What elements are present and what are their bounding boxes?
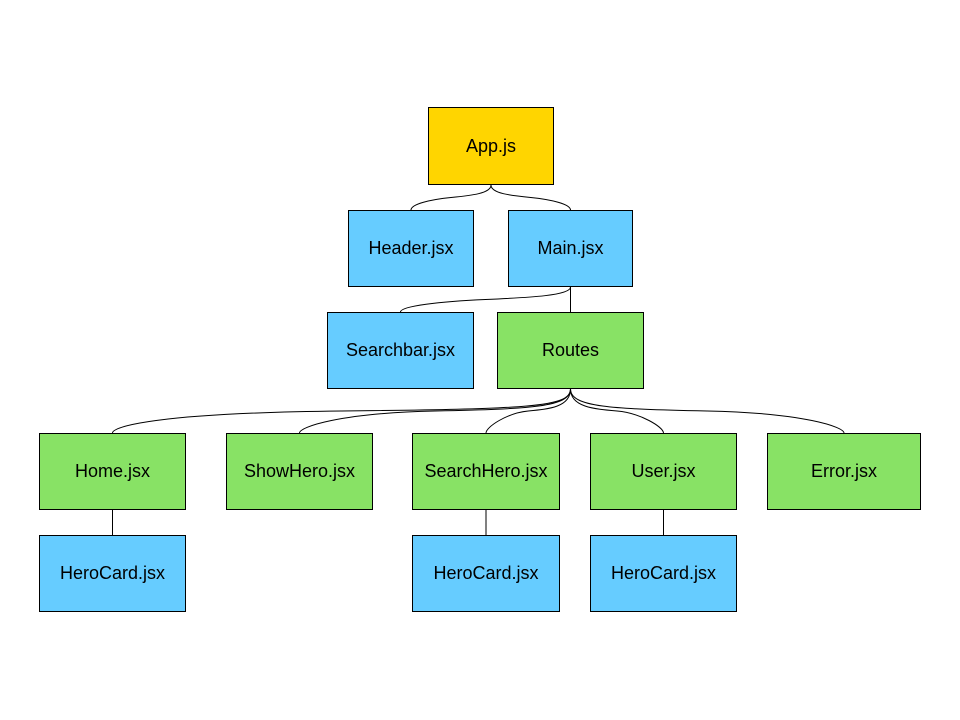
node-app-js: App.js [428, 107, 554, 185]
connector-routes-to-error [570, 388, 845, 434]
node-main-jsx: Main.jsx [508, 210, 633, 287]
node-home-jsx: Home.jsx [39, 433, 186, 510]
node-searchbar-jsx: Searchbar.jsx [327, 312, 474, 389]
connector-app-to-header [410, 184, 492, 211]
node-error-jsx: Error.jsx [767, 433, 921, 510]
node-user-jsx: User.jsx [590, 433, 737, 510]
node-header-jsx: Header.jsx [348, 210, 474, 287]
node-herocard-jsx-user: HeroCard.jsx [590, 535, 737, 612]
connector-routes-to-home [112, 388, 571, 434]
connector-routes-to-user [570, 388, 664, 434]
node-searchhero-jsx: SearchHero.jsx [412, 433, 560, 510]
node-herocard-jsx-searchhero: HeroCard.jsx [412, 535, 560, 612]
node-showhero-jsx: ShowHero.jsx [226, 433, 373, 510]
connector-routes-to-searchhero [485, 388, 571, 434]
node-herocard-jsx-home: HeroCard.jsx [39, 535, 186, 612]
connector-main-to-searchbar [400, 286, 571, 313]
connector-app-to-main [490, 184, 571, 211]
connector-routes-to-showhero [299, 388, 571, 434]
node-routes: Routes [497, 312, 644, 389]
